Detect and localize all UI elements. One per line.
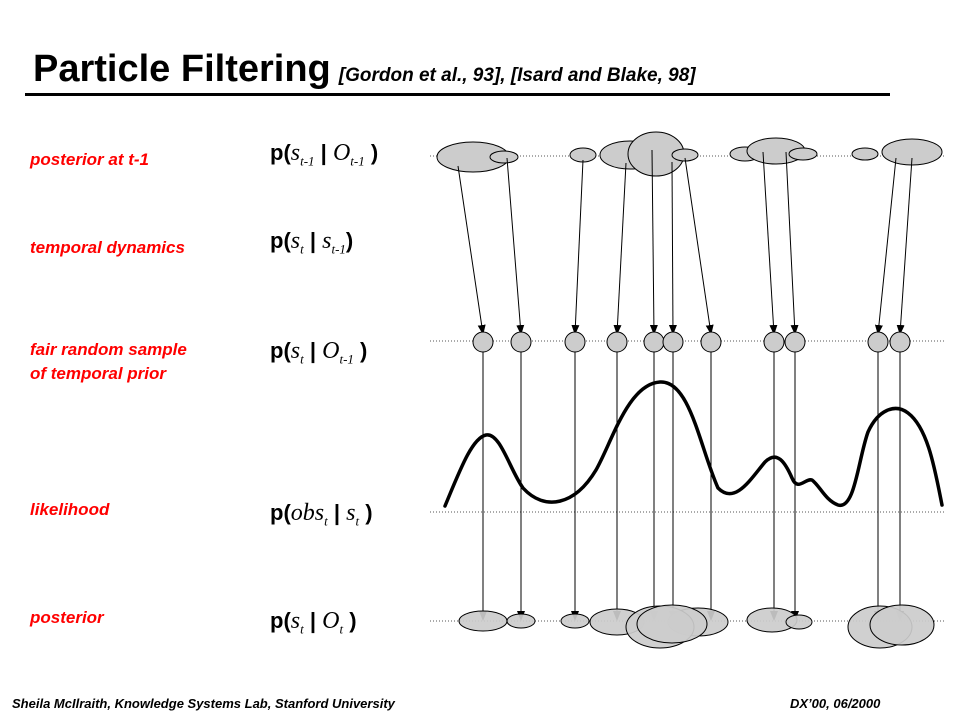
formula-suffix: ) [345, 228, 354, 253]
formula-temporal-prior: p(st | Ot-1 ) [270, 338, 367, 367]
particle-sample [472, 331, 494, 353]
formula-var-b: O [322, 338, 340, 364]
label-posterior-prev: posterior at t-1 [30, 150, 150, 169]
formula-var-a: s [290, 608, 301, 634]
formula-prefix: p( [270, 500, 291, 525]
label-fair-random-sample-line2: of temporal prior [30, 364, 167, 383]
dynamics-arrow [762, 151, 778, 335]
formula-sub-b: t-1 [339, 351, 354, 367]
dynamics-arrow [506, 157, 525, 335]
formula-sub-a: t [300, 351, 304, 367]
footer-date: DX’00, 06/2000 [790, 696, 881, 711]
formula-var-a: s [290, 228, 301, 254]
particle-sample [662, 331, 684, 353]
formula-var-b: O [322, 608, 340, 634]
title-citation: [Gordon et al., 93], [Isard and Blake, 9… [338, 65, 696, 86]
formula-bar: | [314, 140, 333, 165]
formula-likelihood: p(obst | st ) [270, 500, 373, 529]
label-temporal-dynamics: temporal dynamics [30, 238, 185, 257]
particle-posterior [506, 613, 536, 629]
formula-bar: | [303, 338, 323, 363]
dynamics-arrow [571, 159, 584, 335]
label-likelihood: likelihood [30, 500, 110, 519]
formula-sub-a: t [300, 241, 304, 257]
dynamics-arrow [896, 157, 913, 335]
formula-suffix: ) [364, 140, 379, 165]
formula-sub-a: t-1 [300, 153, 315, 169]
dynamics-arrow [684, 157, 714, 335]
formula-prefix: p( [270, 228, 291, 253]
particle-posterior [869, 604, 935, 646]
formula-temporal-dynamics: p(st | st-1) [270, 228, 353, 257]
dynamics-arrow [668, 161, 677, 335]
label-fair-random-sample: fair random sample of temporal prior [30, 338, 187, 386]
particle-sample [867, 331, 889, 353]
particle-posterior [785, 614, 813, 630]
formula-posterior-prev: p(st-1 | Ot-1 ) [270, 140, 378, 169]
formula-var-a: s [290, 338, 301, 364]
particle-sample [700, 331, 722, 353]
formula-var-b: s [322, 228, 332, 254]
particle-prev [569, 147, 597, 163]
dynamics-arrow [613, 162, 627, 335]
formula-suffix: ) [359, 500, 373, 525]
particle-sample [763, 331, 785, 353]
formula-bar: | [327, 500, 347, 525]
formula-sub-b: t-1 [331, 241, 346, 257]
formula-posterior: p(st | Ot ) [270, 608, 357, 637]
particle-sample [889, 331, 911, 353]
particle-posterior [560, 613, 590, 629]
dynamics-arrow [649, 149, 658, 335]
formula-prefix: p( [270, 338, 291, 363]
slide-title: Particle Filtering [Gordon et al., 93], [… [33, 48, 696, 91]
particle-posterior [458, 610, 508, 632]
formula-sub-b: t [355, 513, 360, 529]
formula-var-b: O [332, 140, 351, 166]
formula-sub-a: t [300, 621, 304, 637]
formula-sub-b: t-1 [350, 153, 365, 169]
particle-sample [564, 331, 586, 353]
formula-sub-a: t [324, 513, 328, 529]
particle-sample [643, 331, 665, 353]
formula-bar: | [303, 608, 323, 633]
particle-sample [510, 331, 532, 353]
likelihood-curve [443, 380, 944, 508]
particle-prev [489, 150, 519, 164]
particle-prev [851, 147, 879, 161]
footer-author: Sheila McIlraith, Knowledge Systems Lab,… [12, 696, 395, 711]
formula-var-b: s [346, 500, 356, 526]
formula-var-a: obs [290, 500, 325, 526]
dynamics-arrow [785, 151, 799, 335]
formula-suffix: ) [353, 338, 368, 363]
particle-prev [788, 147, 818, 161]
particle-sample [606, 331, 628, 353]
title-underline [25, 93, 890, 96]
formula-prefix: p( [270, 140, 291, 165]
title-main: Particle Filtering [33, 48, 331, 90]
dynamics-arrow [874, 157, 897, 335]
formula-sub-b: t [339, 621, 344, 637]
label-fair-random-sample-line1: fair random sample [30, 340, 187, 359]
particle-sample [784, 331, 806, 353]
formula-bar: | [303, 228, 323, 253]
formula-var-a: s [290, 140, 301, 166]
formula-prefix: p( [270, 608, 291, 633]
label-posterior: posterior [30, 608, 104, 627]
particle-posterior [636, 604, 708, 644]
dynamics-arrow [457, 165, 486, 335]
formula-suffix: ) [343, 608, 357, 633]
